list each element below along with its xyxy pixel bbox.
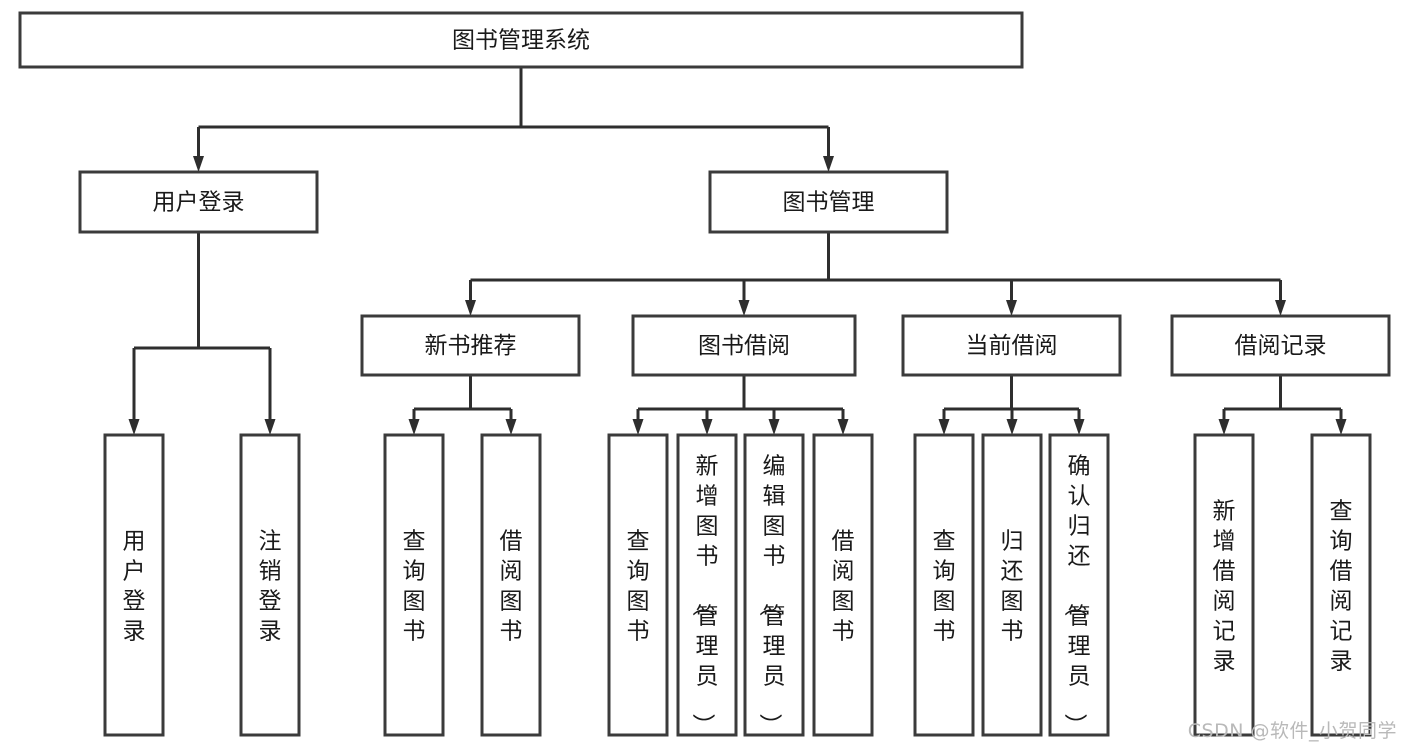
arrow-head-icon bbox=[193, 156, 204, 172]
node-leaf-return-book[interactable]: 归还图书 bbox=[981, 433, 1043, 737]
node-label: 查询图书 bbox=[627, 528, 650, 644]
arrow-head-icon bbox=[1073, 419, 1085, 435]
arrow-head-icon bbox=[938, 419, 950, 435]
node-label: 新增图书（管理员） bbox=[690, 453, 719, 736]
node-leaf-borrow-query-book[interactable]: 查询图书 bbox=[607, 433, 669, 737]
node-label: 图书管理系统 bbox=[452, 28, 590, 54]
node-box bbox=[360, 314, 581, 377]
node-box bbox=[743, 433, 805, 737]
arrow-head-icon bbox=[738, 300, 750, 316]
node-label: 确认归还（管理员） bbox=[1062, 453, 1091, 736]
node-box bbox=[812, 433, 874, 737]
node-leaf-confirm-return[interactable]: 确认归还（管理员） bbox=[1048, 433, 1110, 737]
node-box bbox=[607, 433, 669, 737]
node-label: 查询图书 bbox=[933, 528, 956, 644]
node-box bbox=[1310, 433, 1372, 737]
node-leaf-rec-query-book[interactable]: 查询图书 bbox=[383, 433, 445, 737]
node-box bbox=[480, 433, 542, 737]
node-box bbox=[103, 433, 165, 737]
node-label: 借阅记录 bbox=[1235, 333, 1327, 359]
node-label: 图书管理 bbox=[783, 190, 875, 216]
arrow-head-icon bbox=[465, 300, 476, 316]
arrow-head-icon bbox=[1335, 419, 1347, 435]
connector-group bbox=[465, 232, 1286, 316]
arrow-head-icon bbox=[823, 156, 834, 172]
arrow-head-icon bbox=[1275, 300, 1286, 316]
node-leaf-add-record[interactable]: 新增借阅记录 bbox=[1193, 433, 1255, 737]
node-book-manage[interactable]: 图书管理 bbox=[708, 170, 949, 234]
node-label: 查询图书 bbox=[403, 528, 426, 644]
node-leaf-cur-query-book[interactable]: 查询图书 bbox=[913, 433, 975, 737]
node-box bbox=[631, 314, 857, 377]
node-box bbox=[1170, 314, 1391, 377]
connector-group bbox=[1218, 375, 1347, 435]
node-book-borrow[interactable]: 图书借阅 bbox=[631, 314, 857, 377]
node-box bbox=[18, 11, 1024, 69]
node-box bbox=[676, 433, 738, 737]
node-new-book-rec[interactable]: 新书推荐 bbox=[360, 314, 581, 377]
node-label: 借阅图书 bbox=[500, 528, 523, 644]
node-label: 注销登录 bbox=[259, 528, 282, 644]
node-label: 查询借阅记录 bbox=[1330, 498, 1353, 674]
connector-group bbox=[408, 375, 517, 435]
node-root[interactable]: 图书管理系统 bbox=[18, 11, 1024, 69]
node-borrow-record[interactable]: 借阅记录 bbox=[1170, 314, 1391, 377]
node-label: 归还图书 bbox=[1001, 528, 1024, 644]
arrow-head-icon bbox=[128, 419, 140, 435]
arrow-head-icon bbox=[505, 419, 517, 435]
node-current-borrow[interactable]: 当前借阅 bbox=[901, 314, 1122, 377]
node-leaf-add-book[interactable]: 新增图书（管理员） bbox=[676, 433, 738, 737]
node-leaf-borrow-book[interactable]: 借阅图书 bbox=[812, 433, 874, 737]
node-box bbox=[901, 314, 1122, 377]
node-label: 编辑图书（管理员） bbox=[757, 453, 786, 736]
node-label: 当前借阅 bbox=[966, 333, 1058, 359]
node-label: 用户登录 bbox=[123, 528, 146, 644]
node-leaf-user-login[interactable]: 用户登录 bbox=[103, 433, 165, 737]
arrow-head-icon bbox=[408, 419, 420, 435]
node-box bbox=[239, 433, 301, 737]
arrow-head-icon bbox=[264, 419, 276, 435]
arrow-head-icon bbox=[1006, 419, 1018, 435]
node-box bbox=[383, 433, 445, 737]
node-box bbox=[708, 170, 949, 234]
node-box bbox=[1193, 433, 1255, 737]
node-box bbox=[981, 433, 1043, 737]
node-user-login[interactable]: 用户登录 bbox=[78, 170, 319, 234]
node-box bbox=[913, 433, 975, 737]
node-leaf-edit-book[interactable]: 编辑图书（管理员） bbox=[743, 433, 805, 737]
connector-group bbox=[128, 232, 276, 435]
arrow-head-icon bbox=[632, 419, 644, 435]
node-label: 借阅图书 bbox=[832, 528, 855, 644]
node-label: 用户登录 bbox=[153, 190, 245, 216]
arrow-head-icon bbox=[768, 419, 780, 435]
arrow-head-icon bbox=[837, 419, 849, 435]
node-label: 新增借阅记录 bbox=[1213, 498, 1236, 674]
node-label: 图书借阅 bbox=[698, 333, 790, 359]
node-box bbox=[78, 170, 319, 234]
connector-group bbox=[193, 67, 834, 172]
node-leaf-logout[interactable]: 注销登录 bbox=[239, 433, 301, 737]
node-leaf-rec-borrow-book[interactable]: 借阅图书 bbox=[480, 433, 542, 737]
arrow-head-icon bbox=[1006, 300, 1017, 316]
node-label: 新书推荐 bbox=[425, 333, 517, 359]
node-leaf-query-record[interactable]: 查询借阅记录 bbox=[1310, 433, 1372, 737]
connector-group bbox=[632, 375, 849, 435]
node-box bbox=[1048, 433, 1110, 737]
node-layer: 图书管理系统用户登录图书管理新书推荐图书借阅当前借阅借阅记录用户登录注销登录查询… bbox=[18, 11, 1391, 737]
arrow-head-icon bbox=[1218, 419, 1230, 435]
arrow-head-icon bbox=[701, 419, 713, 435]
connector-group bbox=[938, 375, 1085, 435]
connector-layer bbox=[128, 67, 1347, 435]
